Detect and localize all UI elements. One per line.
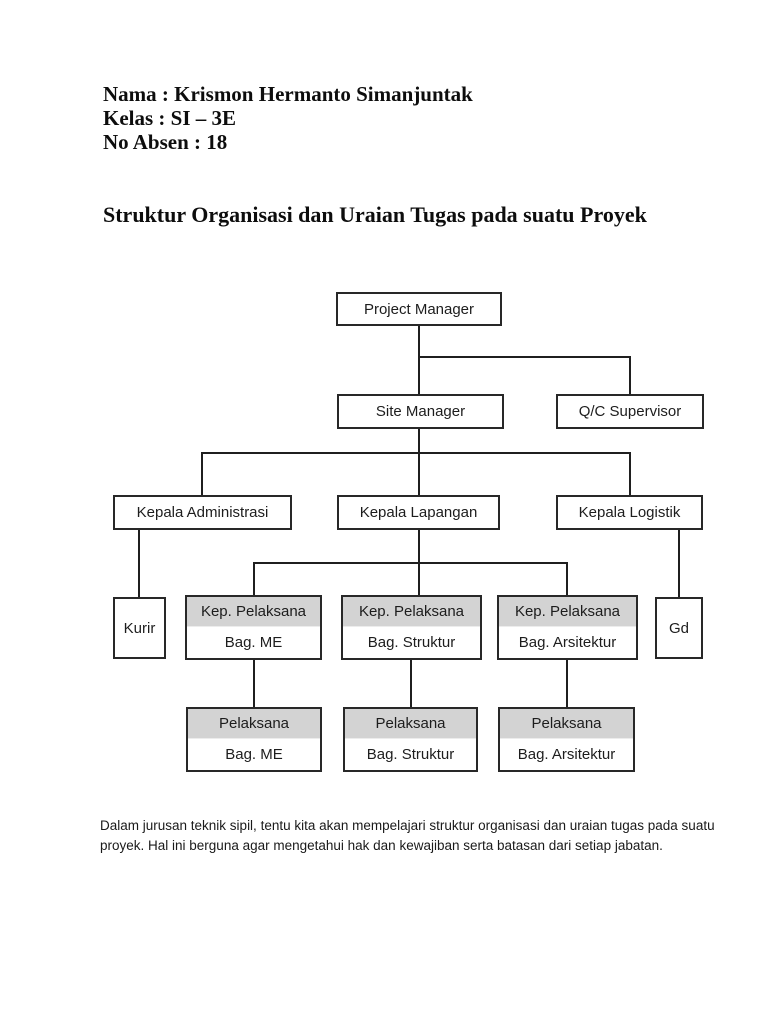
connector-to-gd: [678, 530, 680, 597]
node-label: Project Manager: [363, 300, 475, 318]
connector-to-kurir: [138, 530, 140, 597]
node-label: Q/C Supervisor: [578, 403, 682, 420]
connector-to-kp-me: [253, 562, 255, 595]
student-number-line: No Absen : 18: [103, 130, 228, 154]
org-node-pelaksana-struktur: Pelaksana Bag. Struktur: [343, 707, 478, 772]
connector-pm-branch: [418, 356, 631, 358]
org-node-project-manager: Project Manager: [336, 292, 502, 326]
connector-to-logistik: [629, 452, 631, 495]
connector-kp-struktur-down: [410, 660, 412, 707]
connector-kp-me-down: [253, 660, 255, 707]
org-node-site-manager: Site Manager: [337, 394, 504, 429]
connector-to-kp-arsitektur: [566, 562, 568, 595]
org-node-kepala-administrasi: Kepala Administrasi: [113, 495, 292, 530]
connector-pm-down: [418, 326, 420, 394]
node-title: Kep. Pelaksana: [499, 597, 636, 627]
org-node-kepala-logistik: Kepala Logistik: [556, 495, 703, 530]
connector-kp-arsitektur-down: [566, 660, 568, 707]
student-info-block: Nama : Krismon Hermanto Simanjuntak Kela…: [103, 82, 473, 154]
org-node-kurir: Kurir: [113, 597, 166, 659]
student-name-line: Nama : Krismon Hermanto Simanjuntak: [103, 82, 473, 106]
org-node-gd: Gd: [655, 597, 703, 659]
node-title: Pelaksana: [500, 709, 633, 739]
org-node-pelaksana-arsitektur: Pelaksana Bag. Arsitektur: [498, 707, 635, 772]
connector-to-qc: [629, 356, 631, 394]
org-node-kepala-lapangan: Kepala Lapangan: [337, 495, 500, 530]
connector-to-administrasi: [201, 452, 203, 495]
org-chart: Project Manager Site Manager Q/C Supervi…: [113, 292, 704, 772]
connector-sm-down: [418, 429, 420, 495]
node-label: Gd: [668, 619, 689, 637]
node-label: Kurir: [123, 619, 156, 637]
node-subtitle: Bag. Struktur: [343, 627, 480, 658]
node-title: Pelaksana: [345, 709, 476, 739]
node-title: Kep. Pelaksana: [187, 597, 320, 627]
org-node-kep-pelaksana-me: Kep. Pelaksana Bag. ME: [185, 595, 322, 660]
org-node-qc-supervisor: Q/C Supervisor: [556, 394, 704, 429]
student-class-line: Kelas : SI – 3E: [103, 106, 237, 130]
org-node-kep-pelaksana-struktur: Kep. Pelaksana Bag. Struktur: [341, 595, 482, 660]
node-subtitle: Bag. ME: [188, 739, 320, 770]
node-title: Pelaksana: [188, 709, 320, 739]
node-subtitle: Bag. Arsitektur: [500, 739, 633, 770]
org-node-kep-pelaksana-arsitektur: Kep. Pelaksana Bag. Arsitektur: [497, 595, 638, 660]
node-subtitle: Bag. Arsitektur: [499, 627, 636, 658]
node-label: Kepala Logistik: [578, 504, 681, 521]
page-title: Struktur Organisasi dan Uraian Tugas pad…: [103, 202, 647, 227]
node-subtitle: Bag. Struktur: [345, 739, 476, 770]
node-label: Kepala Lapangan: [359, 504, 478, 521]
node-title: Kep. Pelaksana: [343, 597, 480, 627]
node-label: Site Manager: [375, 403, 466, 420]
connector-lapangan-branch: [253, 562, 568, 564]
node-subtitle: Bag. ME: [187, 627, 320, 658]
connector-sm-branch: [201, 452, 631, 454]
description-paragraph: Dalam jurusan teknik sipil, tentu kita a…: [100, 818, 715, 853]
org-node-pelaksana-me: Pelaksana Bag. ME: [186, 707, 322, 772]
node-label: Kepala Administrasi: [136, 504, 269, 521]
